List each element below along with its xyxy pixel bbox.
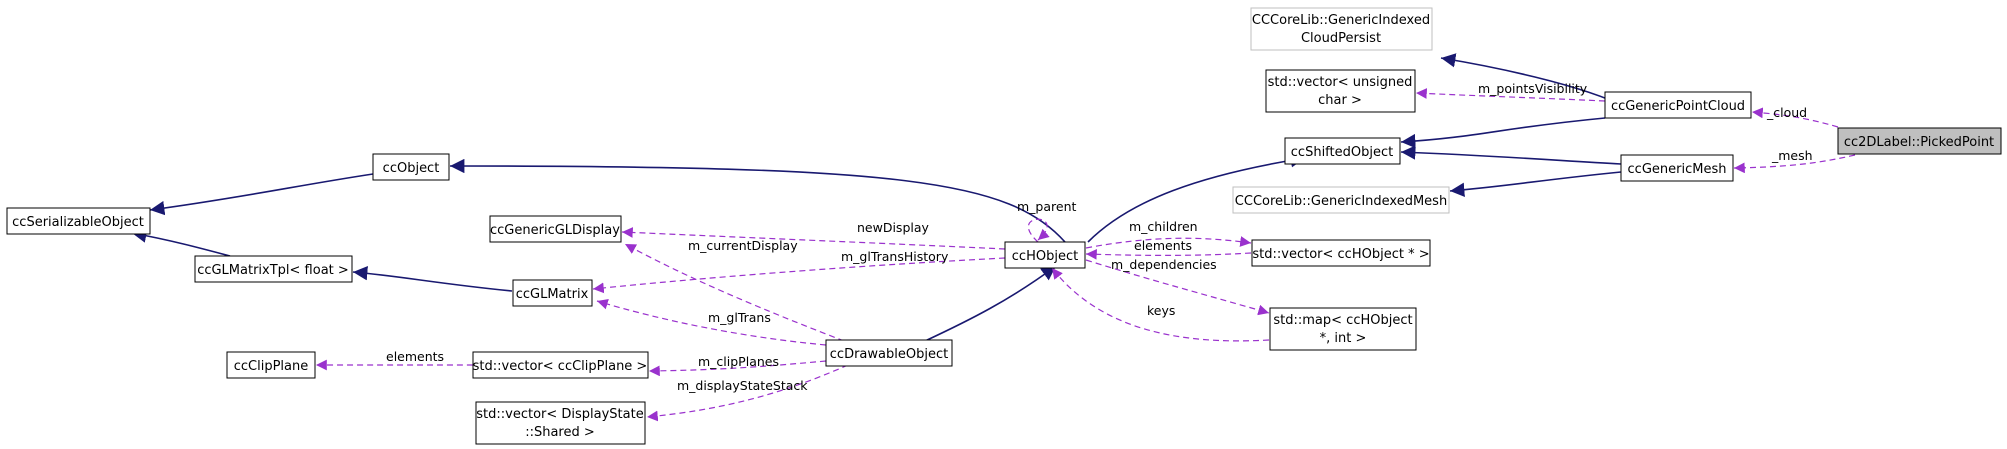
nodes: cc2DLabel::PickedPoint CCCoreLib::Generi… <box>6 7 2002 445</box>
node-gl-matrix[interactable]: ccGLMatrix <box>512 279 593 307</box>
edge-object-to-serializable <box>149 173 374 216</box>
edge-cloud <box>1751 107 1839 128</box>
inheritance-edges <box>131 53 1629 342</box>
label-cloud: _cloud <box>1766 105 1807 120</box>
label-children: m_children <box>1129 219 1198 234</box>
node-label: ccGLMatrixTpl< float > <box>197 263 349 278</box>
label-new-display: newDisplay <box>857 220 930 235</box>
node-gl-matrix-tpl[interactable]: ccGLMatrixTpl< float > <box>194 255 353 283</box>
label-gl-trans: m_glTrans <box>708 310 771 325</box>
label-clip-planes: m_clipPlanes <box>698 354 779 369</box>
node-label: ccGenericMesh <box>1628 162 1727 177</box>
node-picked-point[interactable]: cc2DLabel::PickedPoint <box>1837 127 2002 155</box>
edge-generic-mesh-to-shifted-object <box>1400 145 1622 165</box>
label-parent: m_parent <box>1017 199 1076 214</box>
node-label-line-2: *, int > <box>1320 331 1367 346</box>
node-label: ccGenericGLDisplay <box>490 223 620 238</box>
node-label-line-2: char > <box>1318 93 1362 108</box>
node-label-line-1: CCCoreLib::GenericIndexed <box>1252 13 1430 28</box>
node-generic-indexed-cloud-persist[interactable]: CCCoreLib::GenericIndexed CloudPersist <box>1250 7 1433 51</box>
edge-gl-trans <box>596 298 827 346</box>
node-drawable-object[interactable]: ccDrawableObject <box>825 339 953 367</box>
label-current-display: m_currentDisplay <box>688 238 798 253</box>
edge-gl-trans-history <box>592 257 1006 294</box>
node-label-line-1: std::vector< DisplayState <box>476 407 643 422</box>
node-vector-display-state[interactable]: std::vector< DisplayState ::Shared > <box>475 401 646 445</box>
node-vector-unsigned-char[interactable]: std::vector< unsigned char > <box>1265 69 1416 113</box>
node-generic-mesh[interactable]: ccGenericMesh <box>1620 154 1734 182</box>
node-object[interactable]: ccObject <box>372 153 450 181</box>
label-mesh: _mesh <box>1771 148 1813 163</box>
edge-keys <box>1051 267 1270 342</box>
node-label: ccGLMatrix <box>516 287 589 302</box>
usage-edges <box>316 88 1856 422</box>
node-map-hobject[interactable]: std::map< ccHObject *, int > <box>1269 307 1417 351</box>
node-label: std::vector< ccClipPlane > <box>473 359 648 374</box>
node-clip-plane[interactable]: ccClipPlane <box>226 351 316 379</box>
node-label-line-1: std::vector< unsigned <box>1268 75 1413 90</box>
node-label-line-2: CloudPersist <box>1301 31 1381 46</box>
node-label: std::vector< ccHObject * > <box>1252 247 1429 262</box>
edge-gl-matrix-to-gl-matrix-tpl <box>352 266 513 292</box>
edge-dependencies <box>1085 259 1270 316</box>
node-generic-indexed-mesh[interactable]: CCCoreLib::GenericIndexedMesh <box>1232 186 1450 214</box>
edge-generic-point-cloud-to-shifted-object <box>1400 117 1606 149</box>
edge-drawable-to-hobject <box>924 265 1057 342</box>
edge-points-visibility <box>1415 88 1606 102</box>
node-label: cc2DLabel::PickedPoint <box>1844 135 1994 150</box>
label-dependencies: m_dependencies <box>1111 257 1217 272</box>
edge-labels: _cloud _mesh m_pointsVisibility m_parent… <box>386 81 1813 393</box>
node-shifted-object[interactable]: ccShiftedObject <box>1284 137 1401 165</box>
edge-gl-matrix-tpl-to-serializable <box>131 228 231 257</box>
label-points-visibility: m_pointsVisibility <box>1478 81 1588 96</box>
edge-children <box>1085 236 1252 249</box>
node-vector-hobject[interactable]: std::vector< ccHObject * > <box>1251 239 1431 267</box>
edge-clip-planes <box>648 360 827 377</box>
node-generic-gl-display[interactable]: ccGenericGLDisplay <box>489 215 622 243</box>
edge-display-state-stack <box>646 364 849 422</box>
node-serializable-object[interactable]: ccSerializableObject <box>6 207 151 235</box>
label-display-state-stack: m_displayStateStack <box>677 378 808 393</box>
node-label: ccHObject <box>1012 249 1078 264</box>
node-label: ccDrawableObject <box>830 347 948 362</box>
edge-hobject-to-shifted-object <box>1087 153 1306 243</box>
label-elements-children: elements <box>1134 238 1192 253</box>
label-gl-trans-history: m_glTransHistory <box>841 249 949 264</box>
node-label: ccClipPlane <box>234 359 309 374</box>
node-label: ccSerializableObject <box>12 215 144 230</box>
edge-hobject-to-object <box>449 158 1066 243</box>
node-label: CCCoreLib::GenericIndexedMesh <box>1235 194 1447 209</box>
edge-generic-mesh-to-indexed-mesh <box>1449 171 1622 197</box>
edge-parent-self <box>1027 218 1050 243</box>
edge-new-display <box>621 227 1006 250</box>
node-generic-point-cloud[interactable]: ccGenericPointCloud <box>1604 91 1752 119</box>
label-keys: keys <box>1147 303 1175 318</box>
node-hobject[interactable]: ccHObject <box>1004 241 1086 269</box>
node-vector-clip-plane[interactable]: std::vector< ccClipPlane > <box>472 351 649 379</box>
node-label: ccShiftedObject <box>1291 145 1393 160</box>
node-label-line-1: std::map< ccHObject <box>1273 313 1412 328</box>
edge-mesh <box>1733 154 1856 174</box>
node-label-line-2: ::Shared > <box>525 425 595 440</box>
edge-elements-children <box>1085 248 1252 260</box>
node-label: ccObject <box>383 161 440 176</box>
node-label: ccGenericPointCloud <box>1611 99 1745 114</box>
edge-current-display <box>624 243 845 342</box>
label-elements-clip: elements <box>386 349 444 364</box>
